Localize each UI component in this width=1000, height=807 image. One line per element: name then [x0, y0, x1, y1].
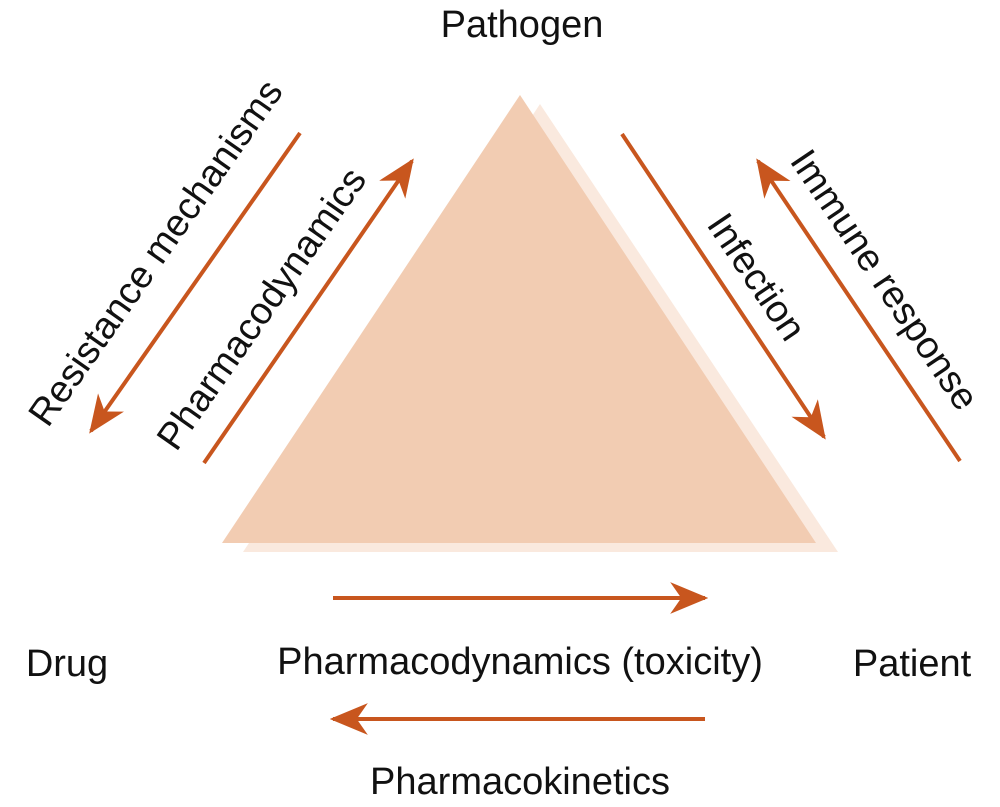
central-triangle — [222, 95, 816, 543]
node-drug: Drug — [26, 643, 108, 685]
label-resistance-mechanisms: Resistance mechanisms — [21, 72, 292, 433]
arrow-pharmacodynamics — [202, 158, 414, 465]
arrow-infection — [620, 132, 826, 440]
label-immune-response: Immune response — [781, 142, 986, 418]
label-pharmacodynamics-toxicity: Pharmacodynamics (toxicity) — [277, 641, 763, 683]
arrow-immune-response — [756, 158, 962, 463]
arrow-resistance-mechanisms — [89, 131, 302, 434]
label-pharmacokinetics: Pharmacokinetics — [370, 761, 670, 803]
node-pathogen: Pathogen — [441, 4, 604, 46]
node-patient: Patient — [853, 643, 972, 685]
